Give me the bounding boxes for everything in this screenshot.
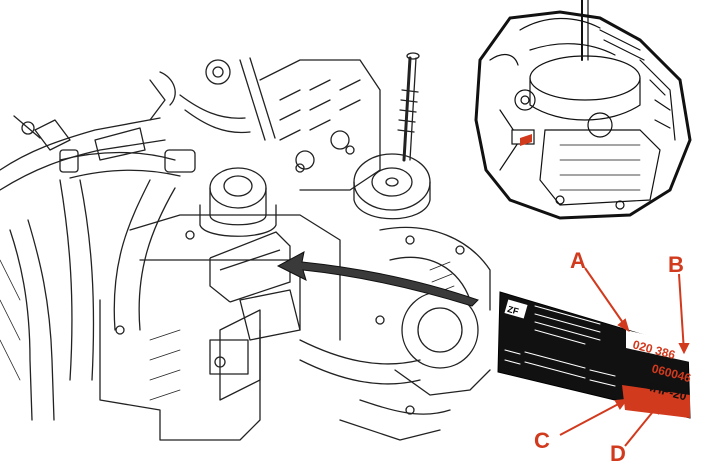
callout-leaders: [559, 267, 690, 447]
plate-logo-text: ZF: [506, 304, 520, 317]
callout-c: C: [534, 428, 550, 453]
location-arrow: [276, 251, 479, 307]
transmission-inset: [474, 0, 692, 220]
zf-logo: [504, 299, 528, 319]
identification-plate: ZF 020 386 060046 4HP-20: [497, 291, 693, 419]
callout-a: A: [570, 248, 586, 273]
callout-d: D: [610, 441, 626, 466]
engine-bay-drawing: [0, 52, 491, 441]
plate-fine-print: [504, 305, 616, 387]
label-location-outline: [209, 231, 291, 303]
callout-b: B: [668, 252, 684, 277]
